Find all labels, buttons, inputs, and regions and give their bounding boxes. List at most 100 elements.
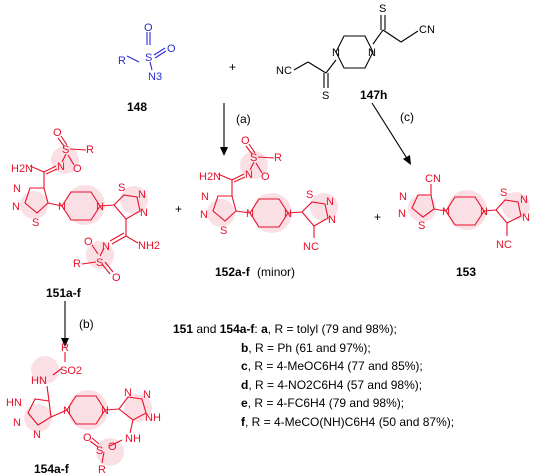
arrow-b — [61, 301, 69, 347]
atom-hn: HN — [31, 375, 47, 387]
atom-nh2: NH2 — [138, 240, 160, 252]
atom-o: O — [83, 432, 92, 444]
atom-o: O — [84, 236, 93, 248]
atom-n: N — [58, 201, 66, 213]
atom-so2: SO2 — [60, 365, 82, 377]
atom-r: R — [61, 342, 69, 354]
compound-147h-label: 147h — [360, 88, 387, 102]
atom-nh: NH — [145, 412, 161, 424]
compound-147h-structure: N N S S CN NC — [276, 3, 435, 102]
atom-n: N — [124, 387, 132, 399]
atom-o: O — [144, 22, 153, 34]
atom-n: N — [520, 194, 528, 206]
atom-o: O — [112, 272, 121, 284]
atom-s: S — [322, 90, 329, 102]
atom-hn: HN — [6, 397, 22, 409]
atom-s: S — [62, 144, 69, 156]
atom-n3: N3 — [148, 71, 162, 83]
atom-n: N — [96, 201, 104, 213]
compound-152-label: 152a-f (minor) — [215, 265, 295, 279]
atom-s: S — [250, 152, 257, 164]
atom-s: S — [418, 220, 425, 232]
atom-o: O — [73, 163, 82, 175]
compound-154-structure: R HN SO2 HN N N N N N N NH NH S O O R — [6, 342, 161, 476]
atom-n: N — [201, 191, 209, 203]
atom-n: N — [368, 47, 376, 59]
atom-s: S — [32, 217, 39, 229]
atom-s: S — [96, 257, 103, 269]
plus-sign: + — [374, 210, 381, 224]
atom-r: R — [98, 464, 106, 476]
atom-n: N — [13, 417, 21, 429]
atom-n: N — [284, 208, 292, 220]
condition-b: (b) — [79, 317, 94, 331]
arrow-a — [220, 103, 228, 156]
notes-header: 151 and 154a-f: a, R = tolyl (79 and 98%… — [173, 322, 397, 336]
atom-n: N — [398, 208, 406, 220]
atom-s: S — [306, 189, 313, 201]
compound-153-label: 153 — [456, 265, 476, 279]
note-item: f, R = 4-MeCO(NH)C6H4 (50 and 87%); — [241, 414, 455, 429]
atom-s: S — [500, 187, 507, 199]
plus-sign: + — [229, 60, 236, 74]
atom-n: N — [399, 191, 407, 203]
condition-a: (a) — [236, 112, 251, 126]
atom-n: N — [326, 196, 334, 208]
plus-sign: + — [175, 202, 182, 216]
note-item: c, R = 4-MeOC6H4 (77 and 85%); — [241, 359, 423, 374]
atom-s: S — [145, 52, 152, 64]
atom-r: R — [274, 152, 282, 164]
atom-n: N — [102, 241, 110, 253]
atom-nh: NH — [125, 433, 141, 445]
atom-n: N — [101, 405, 109, 417]
atom-n: N — [140, 207, 148, 219]
atom-h2n: H2N — [199, 171, 221, 183]
atom-n: N — [12, 201, 20, 213]
atom-h2n: H2N — [11, 163, 33, 175]
atom-n: N — [442, 206, 450, 218]
atom-o: O — [261, 171, 270, 183]
atom-n: N — [57, 161, 65, 173]
atom-n: N — [143, 389, 151, 401]
atom-s: S — [379, 3, 386, 15]
atom-n: N — [33, 429, 41, 441]
atom-nc: NC — [303, 241, 319, 253]
compound-154-label: 154a-f — [34, 462, 70, 476]
atom-s: S — [96, 445, 103, 457]
atom-n: N — [200, 209, 208, 221]
atom-n: N — [522, 212, 530, 224]
arrow-c — [371, 102, 411, 165]
substituent-notes: 151 and 154a-f: a, R = tolyl (79 and 98%… — [173, 320, 543, 432]
atom-o: O — [53, 127, 62, 139]
note-item: d, R = 4-NO2C6H4 (57 and 98%); — [241, 377, 423, 392]
atom-n: N — [138, 189, 146, 201]
atom-s: S — [118, 182, 125, 194]
atom-r: R — [73, 258, 81, 270]
atom-n: N — [246, 208, 254, 220]
atom-s: S — [220, 225, 227, 237]
compound-151-structure: H2N N S O O R N N S N N S N N N S R O O … — [11, 127, 160, 284]
atom-cn: CN — [419, 24, 435, 36]
compound-153-structure: CN N N S N N S N N NC — [398, 173, 530, 251]
condition-c: (c) — [400, 110, 414, 124]
atom-nc: NC — [276, 65, 292, 77]
compound-152-structure: H2N N S O O R N N S N N S N N NC — [199, 135, 338, 253]
atom-nc: NC — [496, 239, 512, 251]
atom-n: N — [332, 47, 340, 59]
atom-n: N — [13, 183, 21, 195]
atom-r: R — [86, 144, 94, 156]
atom-o: O — [241, 135, 250, 147]
atom-r: R — [118, 55, 126, 67]
note-item: e, R = 4-FC6H4 (79 and 98%); — [241, 396, 405, 411]
compound-148-label: 148 — [127, 100, 147, 114]
atom-n: N — [480, 206, 488, 218]
atom-n: N — [245, 169, 253, 181]
atom-cn: CN — [425, 173, 441, 185]
atom-o: O — [108, 441, 117, 453]
atom-o: O — [167, 43, 176, 55]
compound-151-label: 151a-f — [46, 286, 82, 300]
compound-148-structure: S O O R N3 — [118, 22, 176, 83]
atom-n: N — [328, 214, 336, 226]
atom-n: N — [63, 405, 71, 417]
